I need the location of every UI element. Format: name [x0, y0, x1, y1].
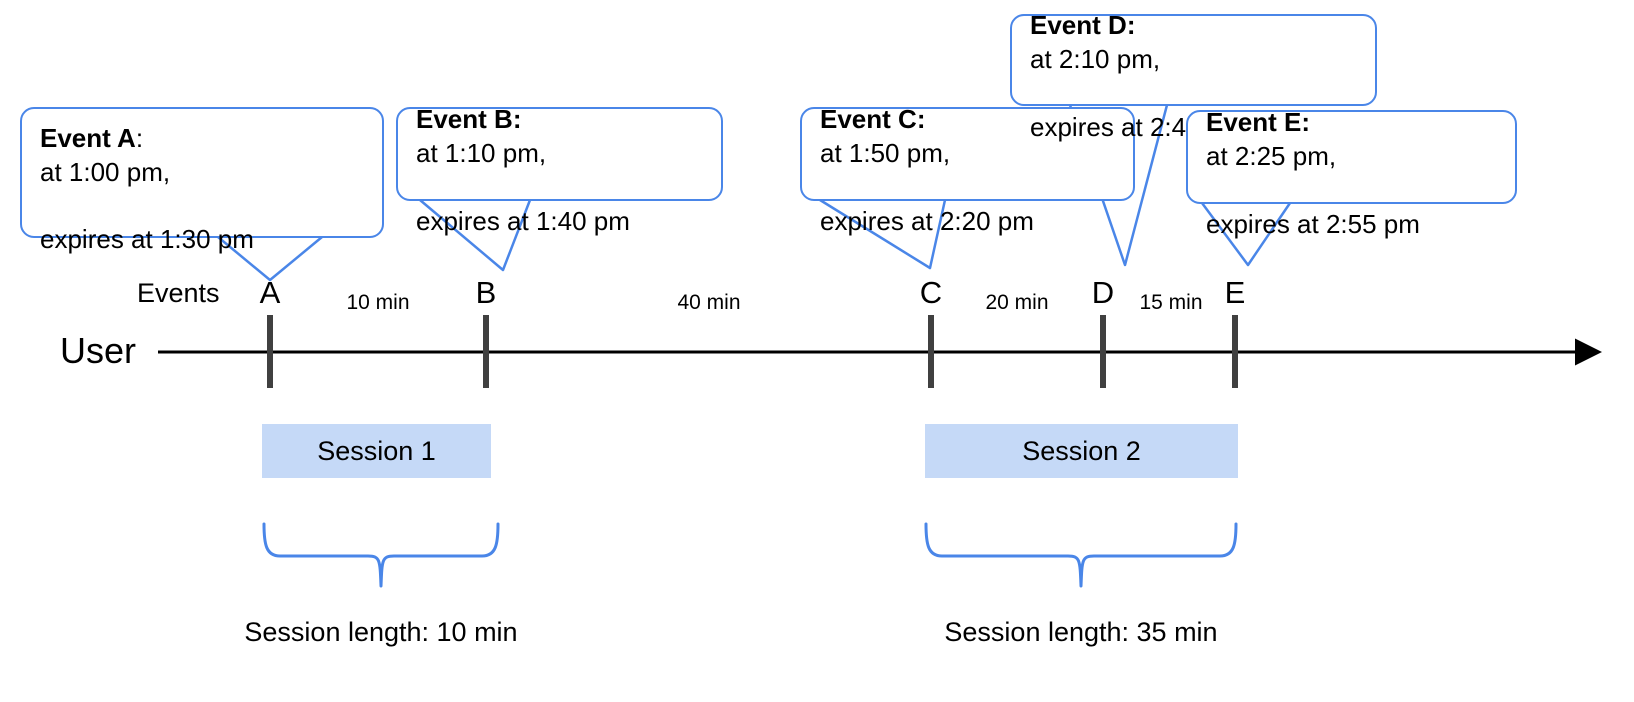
callout-event-a-lead: Event A	[40, 122, 136, 153]
callout-event-b-text: Event B: at 1:10 pm, expires at 1:40 pm	[416, 70, 630, 239]
axis-row-label-user: User	[60, 330, 137, 371]
callout-event-e[interactable]: Event E: at 2:25 pm, expires at 2:55 pm	[1186, 107, 1517, 239]
brace-session-1	[262, 522, 500, 588]
gap-label-a-b: 10 min	[346, 291, 410, 314]
axis-events-label: Events	[137, 278, 220, 308]
callout-event-b[interactable]: Event B: at 1:10 pm, expires at 1:40 pm	[396, 104, 723, 236]
callout-event-b-expires: expires at 1:40 pm	[416, 205, 630, 236]
callout-event-e-time: at 2:25 pm,	[1206, 141, 1337, 172]
callout-event-e-text: Event E: at 2:25 pm, expires at 2:55 pm	[1206, 73, 1420, 242]
callout-event-c-lead: Event C	[820, 104, 917, 135]
callout-event-e-expires: expires at 2:55 pm	[1206, 208, 1420, 239]
session-box-2-label: Session 2	[1022, 435, 1141, 466]
gap-label-d-e: 15 min	[1139, 291, 1203, 314]
session-length-caption-2: Session length: 35 min	[944, 617, 1218, 647]
event-letter-a: A	[259, 275, 281, 310]
callout-event-c-time: at 1:50 pm,	[820, 138, 951, 169]
gap-label-c-d: 20 min	[985, 291, 1049, 314]
event-letter-c: C	[919, 275, 943, 310]
callout-event-a-expires: expires at 1:30 pm	[40, 224, 254, 255]
session-box-1[interactable]: Session 1	[262, 424, 491, 478]
callout-event-a-text: Event A: at 1:00 pm, expires at 1:30 pm	[40, 88, 254, 257]
callout-event-d[interactable]: Event D: at 2:10 pm, expires at 2:40 pm	[1010, 10, 1377, 142]
callout-event-b-time: at 1:10 pm,	[416, 138, 547, 169]
callout-event-c-separator: :	[916, 104, 926, 135]
session-box-2[interactable]: Session 2	[925, 424, 1238, 478]
callout-event-a-separator: :	[135, 122, 144, 153]
callout-event-a[interactable]: Event A: at 1:00 pm, expires at 1:30 pm	[20, 107, 384, 254]
event-letter-d: D	[1091, 275, 1115, 310]
callout-event-a-time: at 1:00 pm,	[40, 156, 171, 187]
callout-event-d-separator: :	[1126, 10, 1136, 41]
brace-session-2	[924, 522, 1238, 588]
event-letter-e: E	[1224, 275, 1246, 310]
session-length-caption-1: Session length: 10 min	[244, 617, 518, 647]
callout-event-d-time: at 2:10 pm,	[1030, 44, 1161, 75]
callout-event-d-lead: Event D	[1030, 10, 1127, 41]
callout-event-b-separator: :	[512, 104, 522, 135]
event-letter-b: B	[475, 275, 497, 310]
callout-event-e-lead: Event E	[1206, 107, 1302, 138]
callout-event-c-text: Event C: at 1:50 pm, expires at 2:20 pm	[820, 70, 1034, 239]
callout-event-e-separator: :	[1301, 107, 1311, 138]
gap-label-b-c: 40 min	[677, 291, 741, 314]
callout-event-b-lead: Event B	[416, 104, 513, 135]
callout-event-c-expires: expires at 2:20 pm	[820, 205, 1034, 236]
session-box-1-label: Session 1	[317, 435, 436, 466]
